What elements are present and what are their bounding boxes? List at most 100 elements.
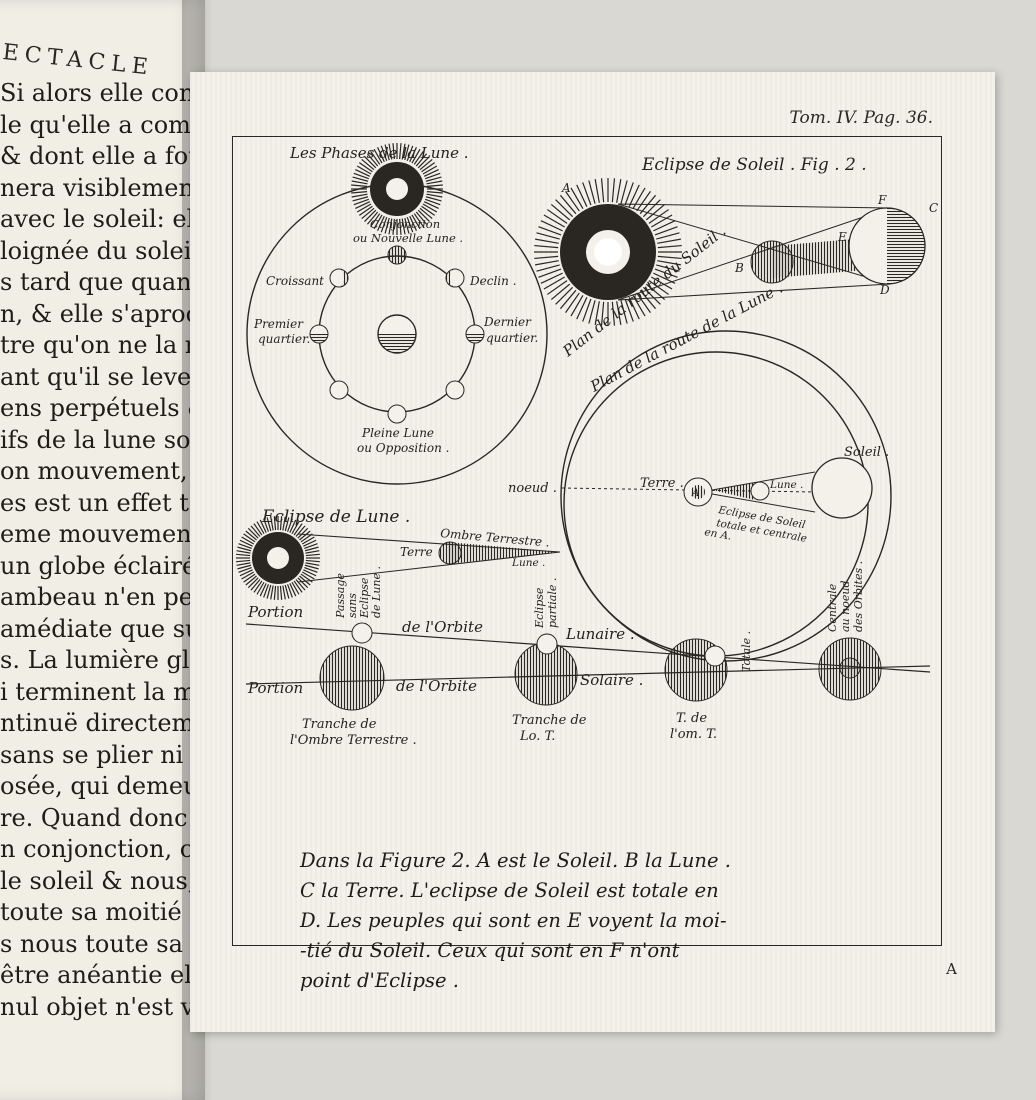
sun-ray xyxy=(289,519,297,533)
text-line: eme mouvement. Per xyxy=(0,520,205,548)
sun-ray xyxy=(421,205,436,216)
moon-icon xyxy=(536,633,558,655)
label-lune: Lune . xyxy=(769,479,803,491)
sun-ray xyxy=(384,144,390,161)
sun-ray xyxy=(559,194,577,215)
sun-icon xyxy=(811,457,873,519)
sun-ray xyxy=(366,153,379,167)
text-line: ant qu'il se leve. xyxy=(0,362,199,391)
sun-ray xyxy=(352,176,369,182)
earth-shadow-cone xyxy=(448,542,560,564)
sun-ray xyxy=(287,584,293,598)
sun-ray xyxy=(304,546,319,552)
moon-crescent-icon xyxy=(329,268,349,288)
phases-title: Les Phases de la Lune . xyxy=(289,144,469,162)
sun-ray xyxy=(399,143,402,160)
sun-ray xyxy=(351,184,368,187)
sun-ray xyxy=(555,286,574,305)
caption-line: Dans la Figure 2. A est le Soleil. B la … xyxy=(300,849,731,872)
sun-ray xyxy=(654,226,678,236)
label-premier-1: Premier xyxy=(253,317,304,331)
sun-ray xyxy=(401,218,406,235)
label-tranche-1b: l'Ombre Terrestre . xyxy=(290,733,417,748)
sun-ray xyxy=(534,244,559,249)
sun-ray xyxy=(361,207,375,220)
moon-icon xyxy=(351,622,373,644)
sun-ray xyxy=(540,220,563,232)
label-lune-small: Lune . xyxy=(511,557,545,569)
text-line: avec le soleil: elle fer xyxy=(0,205,205,233)
sun-ray xyxy=(417,209,430,222)
sun-ray xyxy=(238,567,252,573)
sun-ray xyxy=(301,571,315,580)
moon-icon xyxy=(839,657,861,679)
label-croissant: Croissant xyxy=(266,274,324,288)
sun-ray xyxy=(425,196,442,202)
sun-ray xyxy=(413,213,424,228)
sun-ray xyxy=(380,216,388,233)
sun-ray xyxy=(353,198,370,206)
text-line: n, & elle s'aproche xyxy=(0,299,205,328)
sun-ray xyxy=(304,543,318,549)
label-a-small: A xyxy=(691,488,699,499)
sun-ray xyxy=(651,214,673,228)
moon-last-quarter-icon xyxy=(465,324,485,344)
sun-ray xyxy=(409,215,417,231)
ray-line xyxy=(711,471,816,513)
sun-ray xyxy=(355,169,371,177)
sun-ray xyxy=(422,165,438,175)
sun-ray xyxy=(401,143,406,160)
moon-gibbous-left-icon xyxy=(329,380,349,400)
sun-ray xyxy=(245,575,257,586)
ray-line xyxy=(297,551,561,583)
sun-ray xyxy=(399,218,402,235)
sun-rays xyxy=(351,143,443,235)
sun-ray xyxy=(236,553,251,557)
text-line: le qu'elle a commen xyxy=(0,110,205,139)
sun-ray xyxy=(648,280,669,295)
sun-ray xyxy=(415,153,428,167)
sun-ray xyxy=(611,178,616,203)
moon-icon xyxy=(750,481,770,501)
sun-ray xyxy=(645,283,666,301)
sun-ray xyxy=(250,579,261,591)
sun-ray xyxy=(297,527,309,539)
label-eclipse-3: en A. xyxy=(703,526,732,543)
sun-ray xyxy=(422,203,438,213)
sun-ray xyxy=(250,525,261,537)
sun-ray xyxy=(417,156,430,169)
lunar-eclipse-diagram: Eclipse de Lune . Ombre Terrestre . Terr… xyxy=(245,507,931,748)
sun-ray xyxy=(616,301,622,325)
sun-ray xyxy=(289,583,297,597)
passage-labels: Passage sans Eclipse de Lune . xyxy=(334,566,383,619)
label-dernier-2: quartier. xyxy=(486,331,538,345)
label-centrale-3: des Orbites . xyxy=(852,561,865,632)
sun-ray xyxy=(657,244,682,249)
sun-ray xyxy=(538,268,562,278)
sun-ray xyxy=(639,194,657,215)
sun-ray xyxy=(419,207,433,220)
label-tranche-2a: Tranche de xyxy=(512,713,587,728)
sun-ray xyxy=(419,158,433,171)
sun-ray xyxy=(236,550,251,554)
label-passage-4: de Lune . xyxy=(370,566,383,618)
sun-ray xyxy=(282,516,286,531)
sun-ray xyxy=(543,214,565,228)
label-tranche-1a: Tranche de xyxy=(302,717,377,732)
sun-ray xyxy=(266,517,272,532)
sun-ray xyxy=(304,564,319,570)
sun-ray xyxy=(648,209,669,224)
sun-ray xyxy=(425,176,442,182)
sun-ray xyxy=(284,517,290,532)
sun-ray xyxy=(535,260,559,266)
caption-line: point d'Eclipse . xyxy=(300,969,459,992)
label-orbite-2: de l'Orbite xyxy=(396,677,477,695)
text-line: es est un effet tout au xyxy=(0,488,205,517)
sun-ray xyxy=(424,172,441,180)
sun-ray xyxy=(388,218,393,235)
sun-ray xyxy=(594,301,600,325)
sun-ray xyxy=(559,289,577,310)
sun-ray xyxy=(550,283,571,301)
sun-ray xyxy=(351,180,368,185)
text-line: être anéantie elle étoi xyxy=(0,961,205,989)
